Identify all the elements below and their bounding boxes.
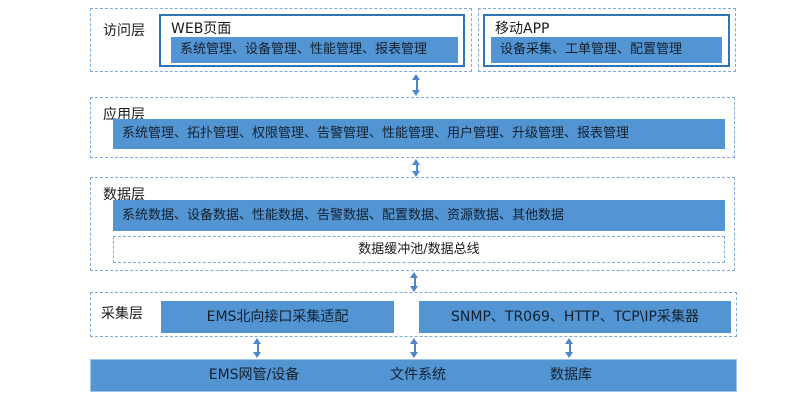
data-layer: 数据层 系统数据、设备数据、性能数据、告警数据、配置数据、资源数据、其他数据 数… (90, 177, 735, 271)
mobile-app-box: 移动APP 设备采集、工单管理、配置管理 (483, 14, 730, 67)
bidirectional-arrow-collection-filesystem (409, 338, 420, 358)
application-modules-bar: 系统管理、拓扑管理、权限管理、告警管理、性能管理、用户管理、升级管理、报表管理 (113, 119, 725, 149)
mobile-app-title: 移动APP (495, 21, 550, 37)
bidirectional-arrow-collection-ems (252, 338, 263, 358)
collection-layer: 采集层 EMS北向接口采集适配 SNMP、TR069、HTTP、TCP\IP采集… (90, 292, 737, 337)
bidirectional-arrow-collection-database (564, 338, 575, 358)
bidirectional-arrow-access-application (411, 74, 422, 96)
source-filesystem-label: 文件系统 (390, 367, 446, 383)
data-buffer-bus-box: 数据缓冲池/数据总线 (113, 236, 725, 263)
data-layer-label: 数据层 (103, 187, 145, 203)
ems-northbound-adapter-box: EMS北向接口采集适配 (161, 301, 394, 333)
bidirectional-arrow-application-data (411, 159, 422, 177)
web-page-modules-bar: 系统管理、设备管理、性能管理、报表管理 (171, 37, 458, 63)
protocol-collectors-box: SNMP、TR069、HTTP、TCP\IP采集器 (419, 301, 731, 333)
access-layer-mobile-group: 移动APP 设备采集、工单管理、配置管理 (478, 8, 736, 72)
data-types-bar: 系统数据、设备数据、性能数据、告警数据、配置数据、资源数据、其他数据 (113, 200, 725, 231)
source-database-label: 数据库 (550, 367, 592, 383)
collection-layer-label: 采集层 (101, 306, 143, 322)
access-layer-label: 访问层 (103, 23, 145, 39)
data-sources-bar: EMS网管/设备 文件系统 数据库 (90, 359, 737, 392)
web-page-title: WEB页面 (171, 21, 232, 37)
access-layer-web-group: 访问层 WEB页面 系统管理、设备管理、性能管理、报表管理 (90, 8, 472, 72)
mobile-app-modules-bar: 设备采集、工单管理、配置管理 (491, 37, 722, 63)
bidirectional-arrow-data-collection (409, 272, 420, 292)
web-page-box: WEB页面 系统管理、设备管理、性能管理、报表管理 (159, 14, 465, 67)
source-ems-label: EMS网管/设备 (208, 367, 300, 383)
application-layer: 应用层 系统管理、拓扑管理、权限管理、告警管理、性能管理、用户管理、升级管理、报… (90, 97, 735, 158)
